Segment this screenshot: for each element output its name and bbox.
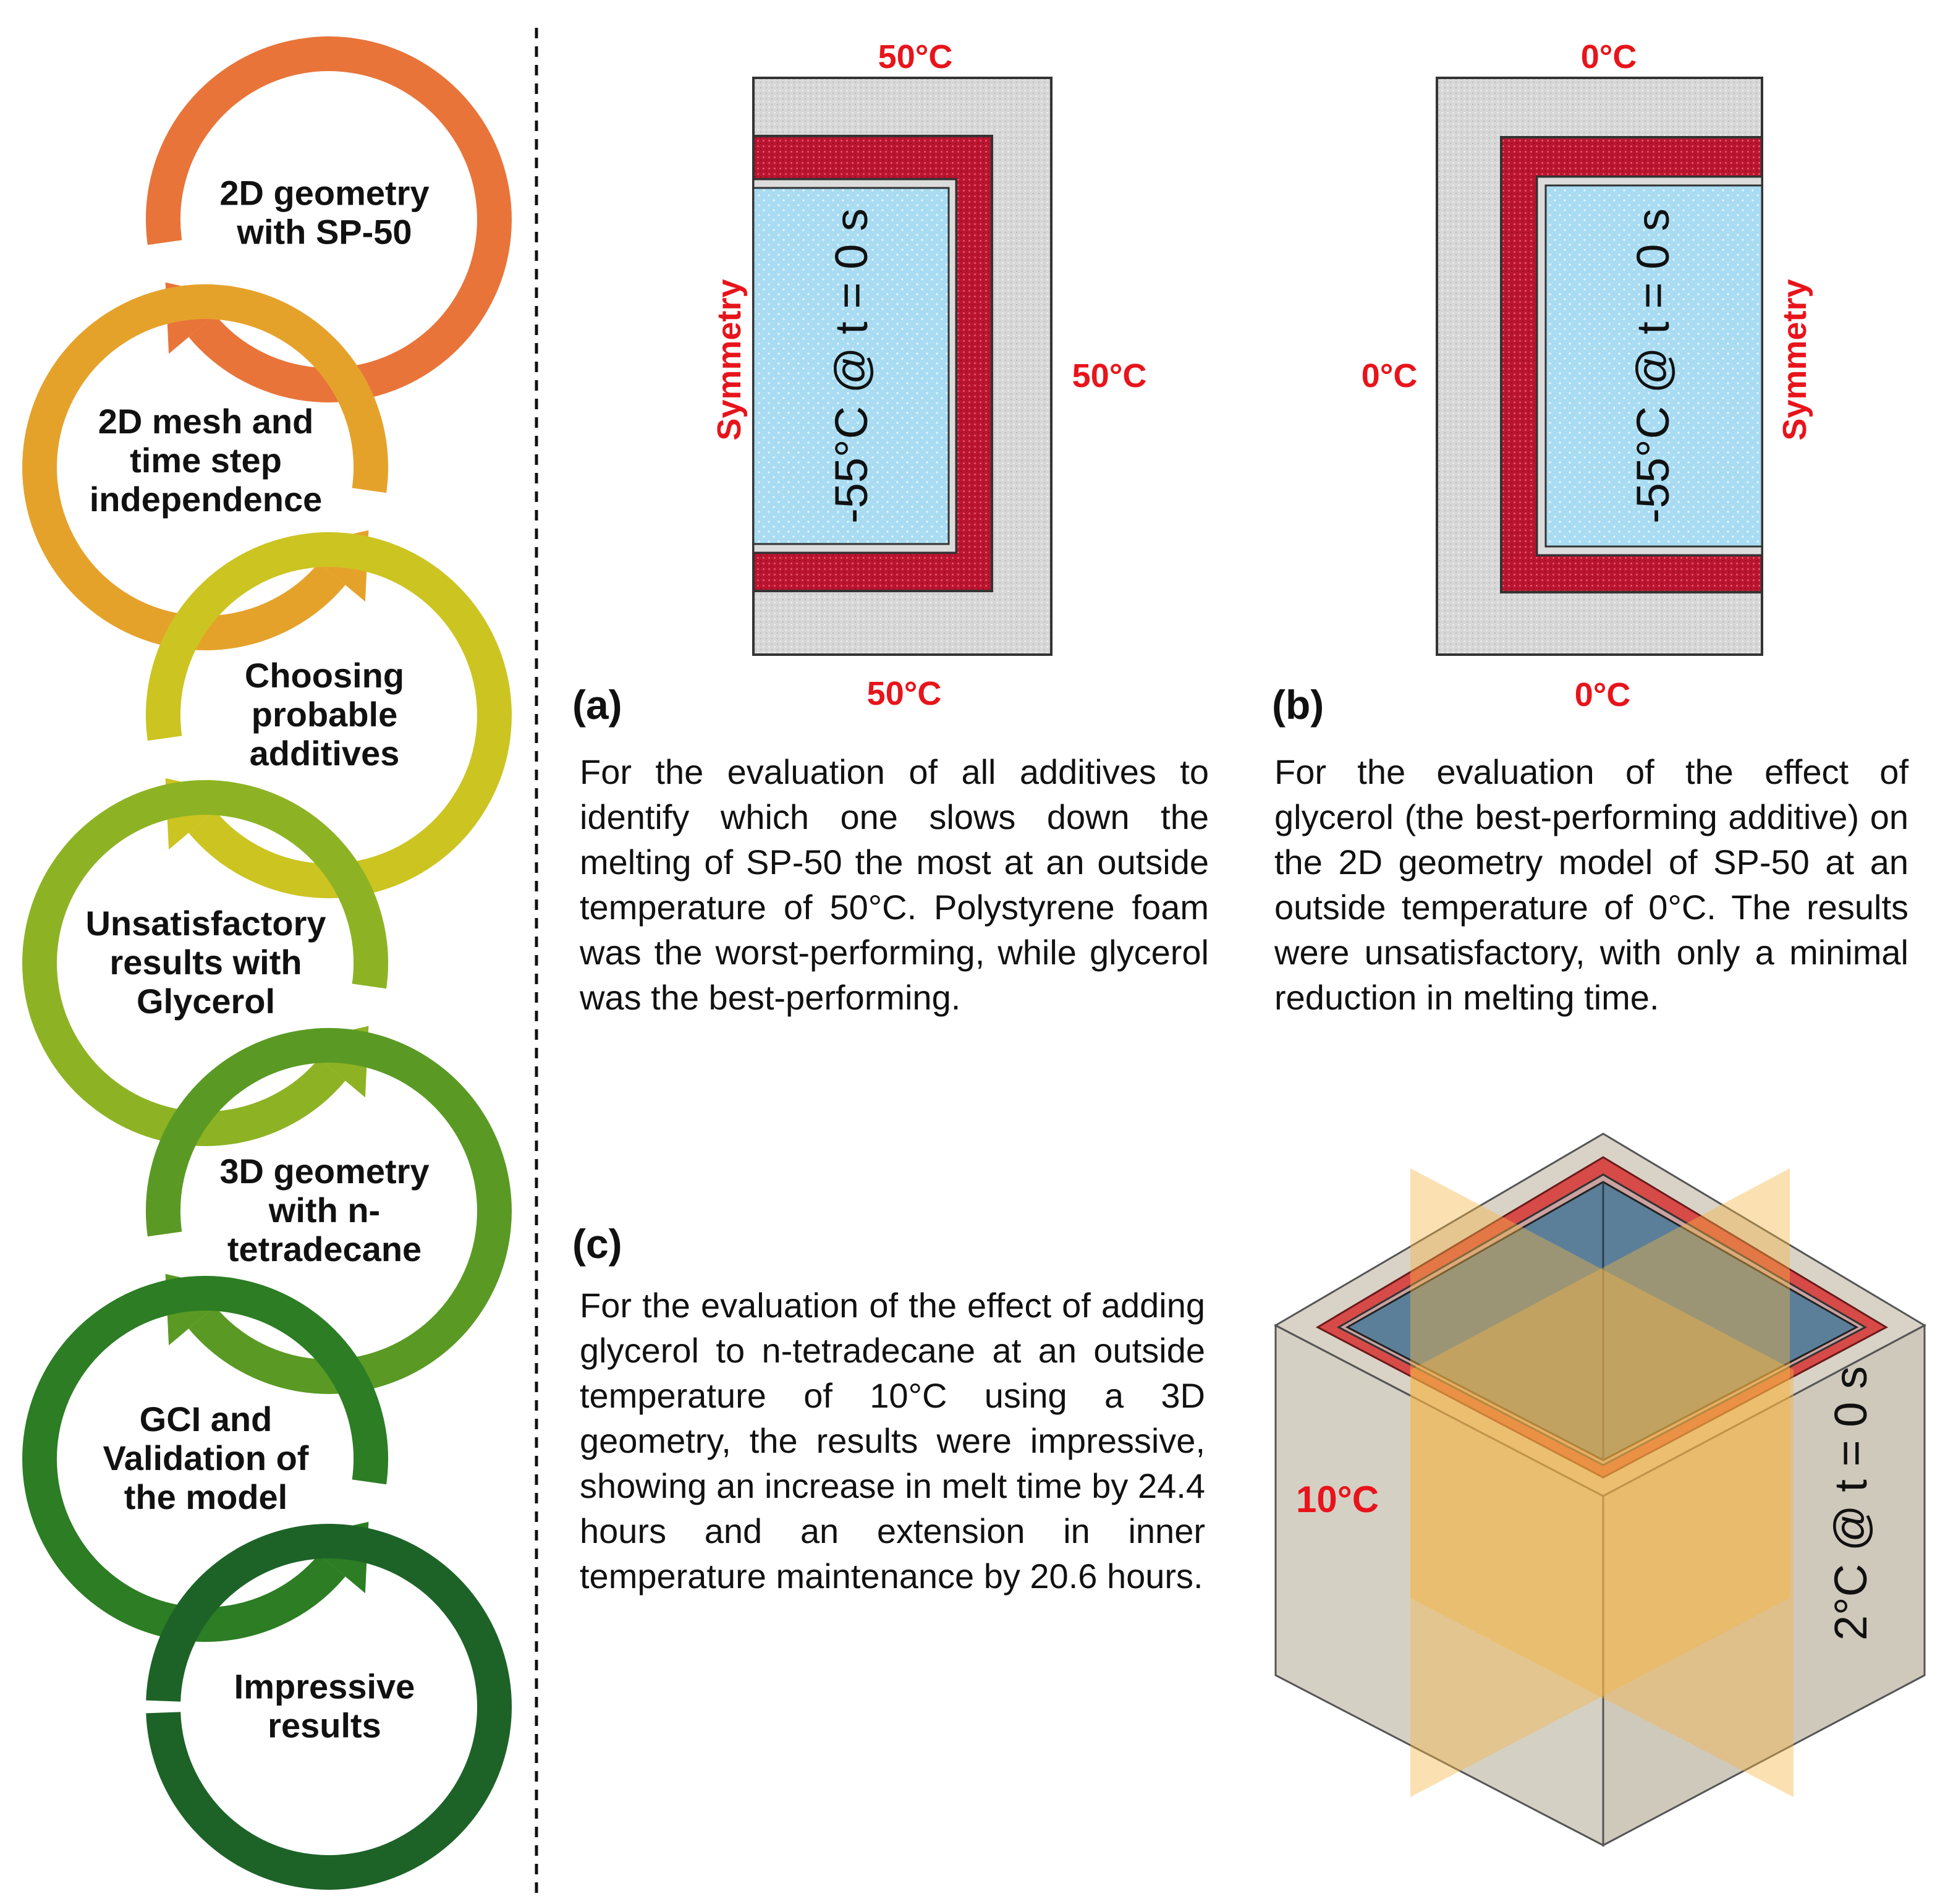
panel-a-symmetry-label: Symmetry (711, 279, 748, 440)
panel-b-bottom-temperature: 0°C (1575, 676, 1631, 713)
panel-b-symmetry-label: Symmetry (1776, 279, 1813, 440)
cube-pcm-region (1345, 1181, 1859, 1461)
panel-a-diagram: 50°C 50°C 50°C Symmetry -55°C @ t = 0 s … (572, 38, 1146, 728)
panel-b-tag: (b) (1272, 682, 1324, 728)
panel-a-bottom-temperature: 50°C (867, 675, 942, 712)
panel-c-initial-condition: 2°C @ t = 0 s (1825, 1366, 1876, 1641)
panel-b-diagram: 0°C 0°C 0°C Symmetry -55°C @ t = 0 s (b) (1272, 38, 1813, 728)
panel-c-cube: 10°C 2°C @ t = 0 s (1273, 1133, 1927, 1847)
panel-c-description: For the evaluation of the effect of addi… (580, 1286, 1205, 1596)
flow-arc-7 (146, 1524, 512, 1890)
panel-b-pcm-region (1544, 184, 1763, 548)
panel-a-initial-condition: -55°C @ t = 0 s (826, 208, 877, 524)
panel-b-description: For the evaluation of the effect of glyc… (1274, 752, 1908, 1017)
panel-b-initial-condition: -55°C @ t = 0 s (1627, 208, 1679, 524)
symmetry-plane-1 (1410, 1168, 1794, 1797)
panel-c-tag: (c) (572, 1221, 622, 1267)
panel-b-top-temperature: 0°C (1581, 38, 1637, 75)
panel-b-left-temperature: 0°C (1362, 357, 1418, 394)
panel-a-description: For the evaluation of all additives to i… (580, 752, 1209, 1017)
panel-a-right-temperature: 50°C (1072, 357, 1147, 394)
panel-a-tag: (a) (572, 682, 622, 728)
symmetry-plane-2 (1410, 1168, 1790, 1797)
panel-c-outside-temperature: 10°C (1296, 1479, 1379, 1520)
panel-a-top-temperature: 50°C (878, 38, 953, 75)
panel-a-pcm-region (752, 187, 950, 545)
